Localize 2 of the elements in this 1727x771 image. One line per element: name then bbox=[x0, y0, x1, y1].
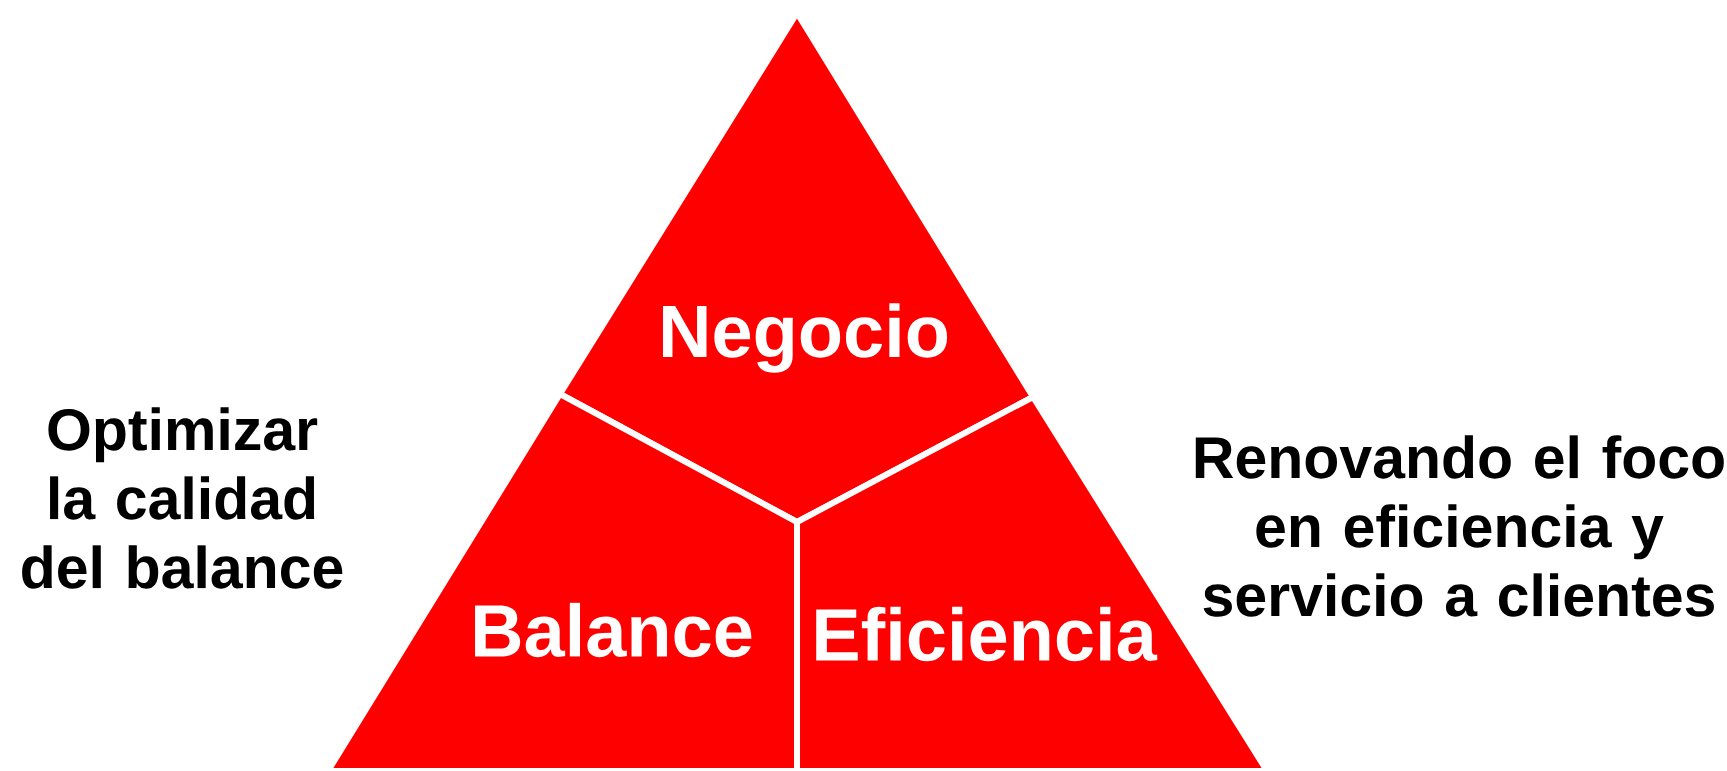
side-text: Optimizar la calidad del balance bbox=[22, 407, 343, 589]
side-text: Renovando el foco en eficiencia y servicio a clientes bbox=[1195, 435, 1724, 617]
